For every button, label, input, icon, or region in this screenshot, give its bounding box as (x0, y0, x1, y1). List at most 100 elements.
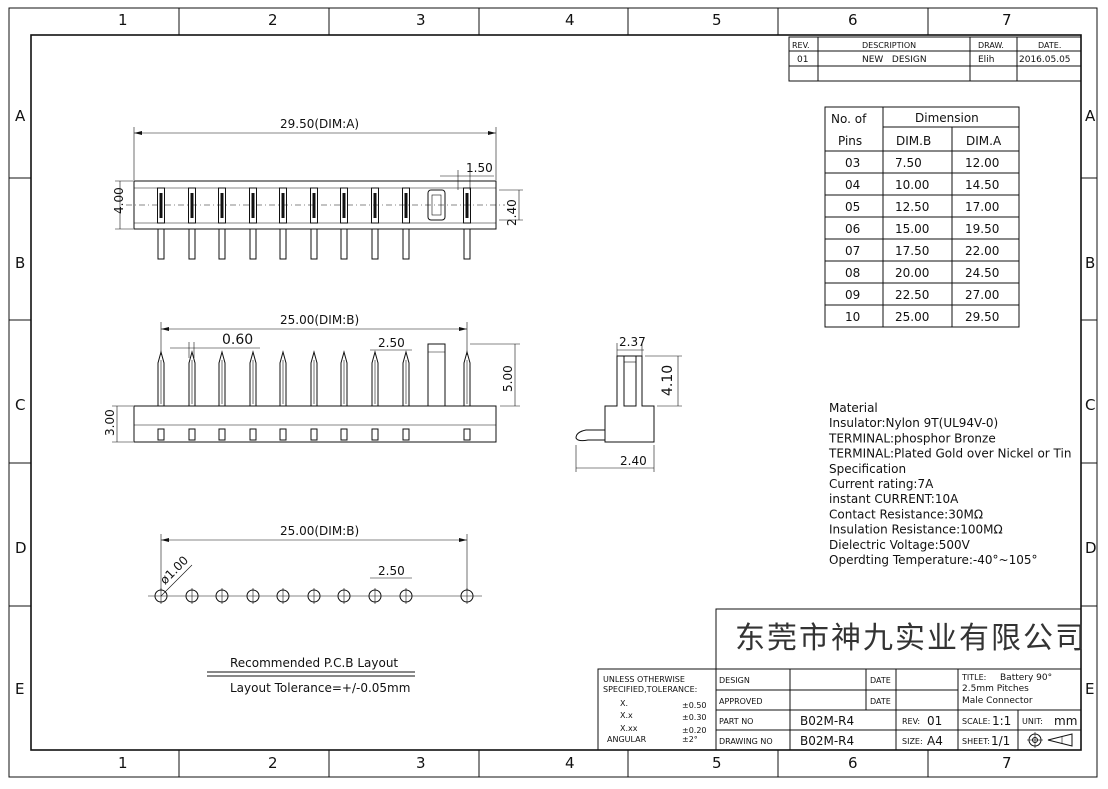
table-dim-a-cell: 22.00 (965, 244, 999, 258)
side-dim-2-37-label: 2.37 (619, 335, 646, 349)
tolerance-heading-2: SPECIFIED,TOLERANCE: (603, 685, 697, 694)
tolerance-val-angular: ±2° (682, 735, 698, 744)
table-dim-b-cell: 10.00 (895, 178, 929, 192)
approved-label: APPROVED (719, 697, 763, 706)
zone-col-7-bottom: 7 (1002, 754, 1012, 772)
top-pin-core (281, 193, 285, 218)
table-dim-b-cell: 7.50 (895, 156, 922, 170)
date-label-1: DATE (870, 676, 891, 685)
table-pins-cell: 07 (845, 244, 860, 258)
dim-3-00-label: 3.00 (103, 409, 117, 436)
table-dim-b-cell: 15.00 (895, 222, 929, 236)
zone-col-7: 7 (1002, 11, 1012, 29)
top-pin (371, 187, 379, 224)
top-pin (218, 187, 226, 224)
front-pin-foot (463, 428, 471, 441)
top-pin-core (465, 193, 469, 218)
top-pin (249, 187, 257, 224)
table-pins-cell: 06 (845, 222, 860, 236)
top-pin-core (312, 193, 316, 218)
zone-labels: 1 2 3 4 5 6 7 1 2 3 4 5 6 7 A B C D E A … (15, 11, 1097, 772)
table-pins-cell: 05 (845, 200, 860, 214)
table-header-dim-b: DIM.B (896, 134, 931, 148)
top-pin (463, 187, 471, 224)
top-pin-tail (157, 228, 165, 260)
zone-row-e: E (15, 680, 24, 698)
table-pins-cell: 10 (845, 310, 860, 324)
table-header-no-of: No. of (831, 112, 867, 126)
top-pin-tail (310, 228, 318, 260)
table-header-dimension: Dimension (915, 111, 979, 125)
table-header-dim-a: DIM.A (966, 134, 1002, 148)
top-pin-tail (340, 228, 348, 260)
dim-1-50-label: 1.50 (466, 161, 493, 175)
title-line-3: Male Connector (962, 696, 1033, 706)
top-pin-core (404, 193, 408, 218)
date-label-2: DATE (870, 697, 891, 706)
top-pin-core (159, 193, 163, 218)
top-pin-tail (218, 228, 226, 260)
zone-col-6: 6 (848, 11, 858, 29)
top-pin-core (220, 193, 224, 218)
table-dim-a-cell: 12.00 (965, 156, 999, 170)
front-pin (371, 350, 379, 406)
top-pin-core (342, 193, 346, 218)
scale-value: 1:1 (992, 714, 1011, 728)
polarizing-key (427, 189, 446, 221)
design-label: DESIGN (719, 676, 750, 685)
zone-col-4-bottom: 4 (565, 754, 575, 772)
front-pin (340, 350, 348, 406)
note-line: Insulation Resistance:100MΩ (829, 523, 1003, 537)
zone-col-6-bottom: 6 (848, 754, 858, 772)
part-no-value: B02M-R4 (800, 714, 854, 728)
note-line: instant CURRENT:10A (829, 492, 959, 506)
pcb-layout-tolerance: Layout Tolerance=+/-0.05mm (230, 681, 410, 695)
dim-2-40-label: 2.40 (505, 199, 519, 226)
front-pin-foot (188, 428, 196, 441)
dim-2-50-label: 2.50 (378, 336, 405, 350)
top-pin-core (190, 193, 194, 218)
side-view: 2.37 4.10 2.40 (575, 335, 682, 472)
top-pin (310, 187, 318, 224)
scale-label: SCALE: (962, 717, 990, 726)
dim-5-00-label: 5.00 (501, 365, 515, 392)
zone-row-d-right: D (1085, 539, 1097, 557)
description-value: NEW DESIGN (862, 55, 927, 65)
table-dim-a-cell: 27.00 (965, 288, 999, 302)
title-label: TITLE: (961, 673, 986, 682)
note-line: Material (829, 401, 878, 415)
zone-col-5: 5 (712, 11, 722, 29)
zone-col-3-bottom: 3 (416, 754, 426, 772)
top-pin-tail (463, 228, 471, 260)
table-dim-b-cell: 22.50 (895, 288, 929, 302)
front-pin-foot (402, 428, 410, 441)
dim-a-label: 29.50(DIM:A) (280, 117, 359, 131)
front-pin (218, 350, 226, 406)
note-line: Operdting Temperature:-40°~105° (829, 553, 1037, 567)
zone-row-c: C (15, 396, 25, 414)
pcb-layout-title: Recommended P.C.B Layout (230, 656, 398, 670)
title-block: 东莞市神九实业有限公司 UNLESS OTHERWISE SPECIFIED,T… (597, 608, 1087, 751)
draw-value: Elih (978, 55, 994, 65)
dim-0-60-label: 0.60 (222, 332, 253, 348)
top-pin (340, 187, 348, 224)
date-header: DATE. (1038, 41, 1061, 50)
top-pin (157, 187, 165, 224)
polarizing-key-inner (431, 194, 442, 216)
company-name: 东莞市神九实业有限公司 (735, 621, 1087, 656)
rev-value-tb: 01 (927, 714, 942, 728)
zone-row-b: B (15, 254, 25, 272)
top-pin (188, 187, 196, 224)
top-pin-tail (402, 228, 410, 260)
table-dim-a-cell: 14.50 (965, 178, 999, 192)
dim-b-label: 25.00(DIM:B) (280, 313, 359, 327)
size-value: A4 (927, 734, 943, 748)
rev-header: REV. (792, 41, 810, 50)
table-dim-b-cell: 20.00 (895, 266, 929, 280)
part-no-label: PART NO (719, 717, 753, 726)
dim-4-00-label: 4.00 (112, 187, 126, 214)
table-pins-cell: 04 (845, 178, 860, 192)
